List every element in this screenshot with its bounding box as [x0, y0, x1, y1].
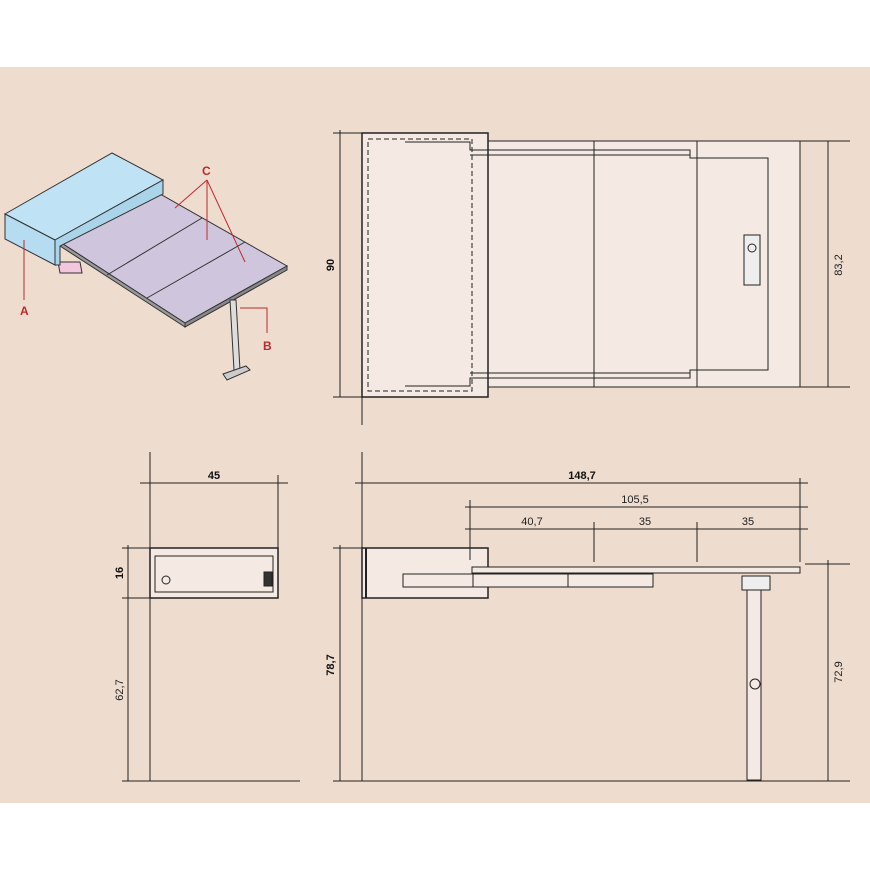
dim-table-depth: 83,2 — [833, 254, 845, 275]
dim-depth: 90 — [325, 259, 337, 271]
dim-height: 78,7 — [325, 654, 337, 675]
dim-segment-1: 40,7 — [521, 516, 542, 528]
callouts — [23, 179, 268, 333]
dim-segment-3: 35 — [742, 516, 754, 528]
dim-box-height: 16 — [114, 567, 126, 579]
drawer-handle — [57, 261, 83, 274]
dim-segment-2: 35 — [639, 516, 651, 528]
dim-total-length: 148,7 — [568, 470, 596, 482]
front-view — [333, 452, 850, 782]
dim-base-height: 62,7 — [114, 679, 126, 700]
plan-view — [333, 130, 850, 425]
callout-c: C — [202, 164, 211, 178]
dim-extension: 105,5 — [621, 494, 649, 506]
panel-divider — [146, 241, 246, 299]
callout-a: A — [20, 304, 29, 318]
dim-width: 45 — [208, 470, 220, 482]
panel-divider — [106, 217, 203, 276]
dim-table-height: 72,9 — [833, 661, 845, 682]
leg-foot — [222, 365, 251, 381]
isometric-view — [3, 152, 289, 381]
box-side — [54, 179, 164, 266]
callout-b: B — [263, 339, 272, 353]
side-view — [122, 452, 300, 782]
